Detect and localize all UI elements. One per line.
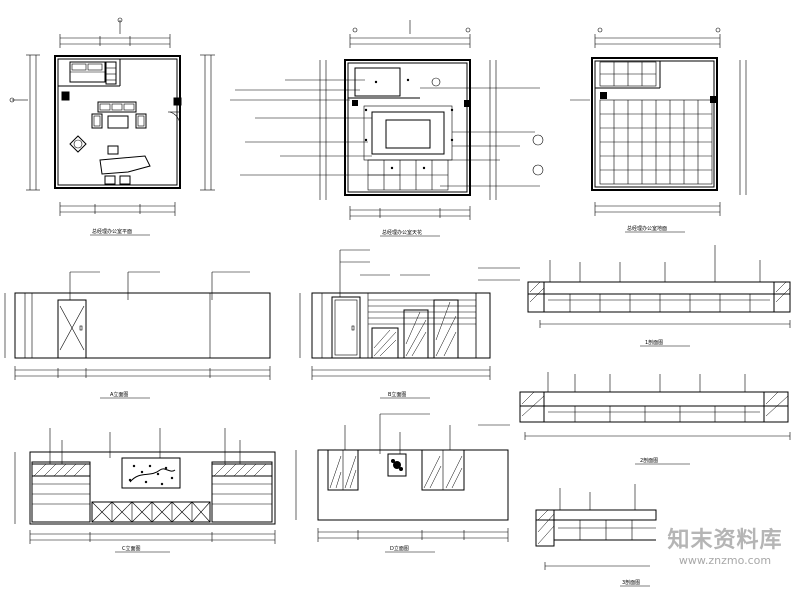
elevation-b: B立面图 bbox=[299, 249, 520, 399]
section-1: 1剖面图 bbox=[527, 245, 791, 347]
caption-section-2: 2剖面图 bbox=[640, 457, 658, 464]
ceiling-plan: 总经理办公室天花 bbox=[230, 20, 544, 237]
caption-furniture-plan: 总经理办公室平面 bbox=[92, 228, 132, 235]
caption-ceiling-plan: 总经理办公室天花 bbox=[382, 229, 422, 236]
watermark-url: www.znzmo.com bbox=[678, 554, 772, 567]
caption-section-1: 1剖面图 bbox=[645, 339, 663, 346]
caption-elevation-a: A立面图 bbox=[110, 391, 128, 398]
watermark-logo: 知末资料库 www.znzmo.com bbox=[655, 518, 795, 578]
caption-elevation-b: B立面图 bbox=[388, 391, 406, 398]
section-3: 3剖面图 bbox=[535, 484, 657, 587]
elevation-c: C立面图 bbox=[14, 428, 276, 553]
elevation-a: A立面图 bbox=[4, 271, 271, 399]
caption-floor-plan: 总经理办公室地面 bbox=[627, 225, 667, 232]
caption-section-3: 3剖面图 bbox=[622, 579, 640, 586]
floor-plan: 总经理办公室地面 bbox=[570, 27, 747, 233]
watermark-text: 知末资料库 bbox=[667, 528, 783, 553]
section-2: 2剖面图 bbox=[519, 372, 791, 465]
caption-elevation-d: D立面图 bbox=[390, 545, 409, 552]
elevation-d: D立面图 bbox=[295, 413, 510, 553]
furniture-plan: 总经理办公室平面 bbox=[9, 17, 215, 236]
caption-elevation-c: C立面图 bbox=[122, 545, 141, 552]
